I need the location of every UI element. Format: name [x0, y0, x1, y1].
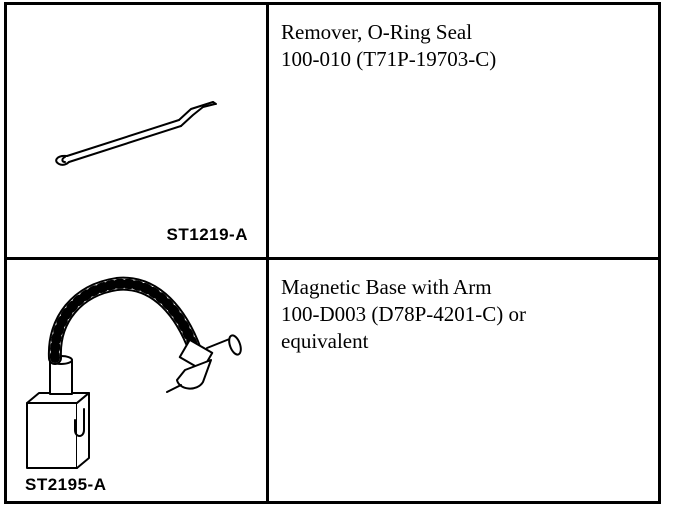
tool-row: ST2195-A Magnetic Base with Arm 100-D003… — [7, 260, 658, 501]
tool-row: ST1219-A Remover, O-Ring Seal 100-010 (T… — [7, 5, 658, 260]
tool-description: Remover, O-Ring Seal 100-010 (T71P-19703… — [281, 19, 658, 73]
tool-part-number: 100-010 (T71P-19703-C) — [281, 47, 497, 71]
tool-table: ST1219-A Remover, O-Ring Seal 100-010 (T… — [4, 2, 661, 504]
tool-part-number: 100-D003 (D78P-4201-C) or — [281, 302, 526, 326]
o-ring-seal-remover-icon — [55, 101, 217, 166]
tool-description-cell: Magnetic Base with Arm 100-D003 (D78P-42… — [269, 260, 658, 501]
tool-note: equivalent — [281, 329, 369, 353]
tool-name: Magnetic Base with Arm — [281, 275, 492, 299]
illustration-code: ST2195-A — [25, 475, 107, 494]
tool-description: Magnetic Base with Arm 100-D003 (D78P-42… — [281, 274, 658, 355]
illustration-code: ST1219-A — [166, 225, 248, 244]
tool-name: Remover, O-Ring Seal — [281, 20, 473, 44]
tool-description-cell: Remover, O-Ring Seal 100-010 (T71P-19703… — [269, 5, 658, 257]
magnetic-base-with-arm-icon — [26, 276, 242, 469]
tool-illustration-cell: ST2195-A — [7, 260, 269, 501]
tool-illustration-cell: ST1219-A — [7, 5, 269, 257]
